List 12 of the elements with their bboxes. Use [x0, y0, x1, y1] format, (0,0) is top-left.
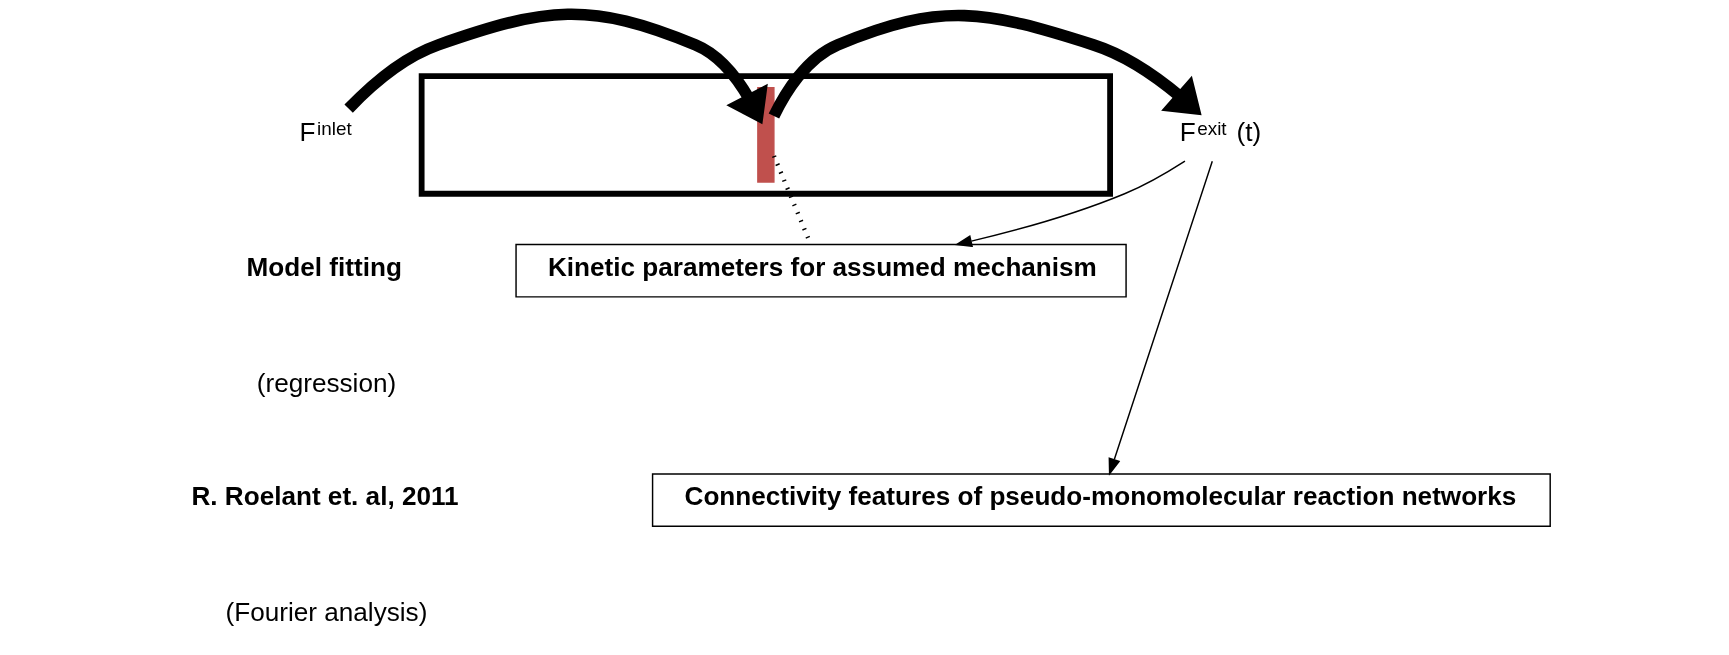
- node-box: Kinetic parameters for assumed mechanism: [514, 243, 1127, 298]
- label: (regression): [256, 367, 396, 398]
- arrow: [954, 160, 1186, 247]
- label: Model fitting: [246, 251, 402, 282]
- label: (Fourier analysis): [225, 597, 427, 628]
- arrow: [1108, 160, 1213, 476]
- label: R. Roelant et. al, 2011: [190, 481, 459, 512]
- arrow: [344, 8, 768, 125]
- node-bar: [756, 87, 775, 183]
- arrow: [768, 9, 1202, 119]
- node-box: Connectivity features of pseudo-monomolecular reaction networks: [651, 473, 1551, 528]
- cluster: [418, 73, 1113, 197]
